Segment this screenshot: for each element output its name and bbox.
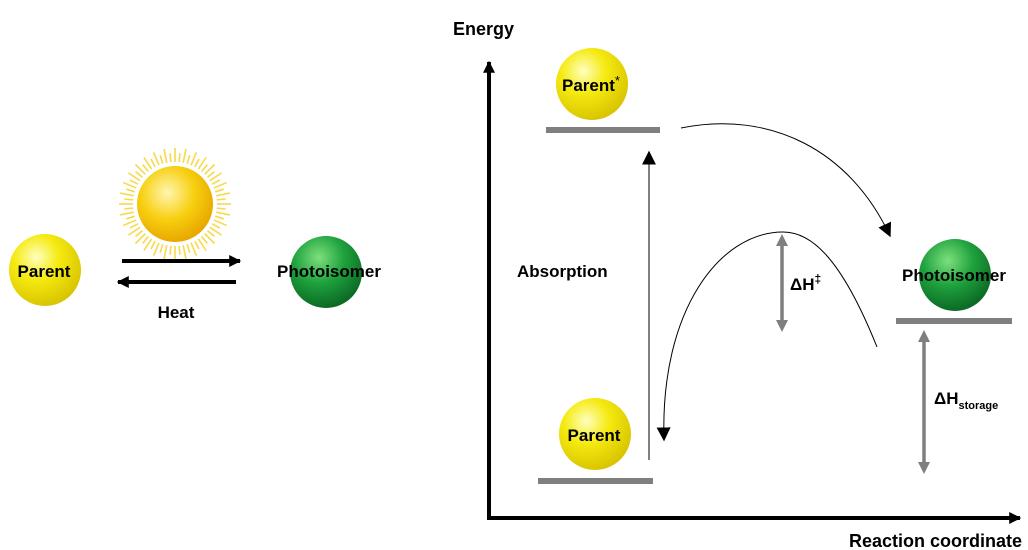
sun-ray <box>186 243 191 254</box>
x-axis-label: Reaction coordinate <box>849 531 1022 550</box>
sun-ray <box>186 154 191 165</box>
sun-ray <box>124 207 134 210</box>
sun-ray <box>134 163 146 175</box>
sun-ray <box>190 242 198 257</box>
sun-ray <box>201 235 208 244</box>
sun-ray <box>122 219 137 227</box>
sun-ray <box>197 238 207 252</box>
sun-ray <box>206 230 215 237</box>
sun-ray <box>209 226 223 236</box>
sun-ray <box>163 245 168 260</box>
sun-ray <box>178 245 181 255</box>
sun-ray <box>143 238 153 252</box>
sun-ray <box>135 171 144 178</box>
left-scheme: Parent Heat Photoisomer <box>9 148 381 322</box>
sun-ray <box>216 192 231 197</box>
sun-ray <box>169 153 172 163</box>
sun-ray <box>143 156 153 170</box>
sun-ray <box>142 235 149 244</box>
energy-diagram: Energy Reaction coordinate Parent* Paren… <box>453 19 1022 550</box>
photoisomer-label: Photoisomer <box>277 262 381 281</box>
ground-parent-label: Parent <box>568 426 621 445</box>
sun-ray <box>178 153 181 163</box>
sun-ray <box>125 188 136 193</box>
sun-ray <box>152 242 160 257</box>
sun-ray <box>152 151 160 166</box>
sun-ray <box>119 192 134 197</box>
sun-ray <box>214 215 225 220</box>
sun-ray <box>214 188 225 193</box>
sun-ray <box>182 245 187 260</box>
sun-ray <box>127 172 141 182</box>
sun-ray <box>206 171 215 178</box>
activation-enthalpy-label: ΔH‡ <box>790 272 821 294</box>
sun-ray <box>129 223 139 229</box>
relaxation-arrow <box>680 123 892 238</box>
sun-ray <box>159 154 164 165</box>
sun-ray <box>122 181 137 189</box>
sun-ray <box>169 245 172 255</box>
sun-ray <box>216 207 226 210</box>
photoisomer-ball <box>290 236 362 308</box>
sun-ray <box>204 163 216 175</box>
sun-ray <box>134 233 146 245</box>
sun-ray <box>124 198 134 201</box>
photoisomer-ball-right <box>919 239 991 311</box>
sun-ray <box>194 240 200 250</box>
sun-ray <box>211 223 221 229</box>
parent-label: Parent <box>18 262 71 281</box>
sun-ray <box>119 211 134 216</box>
sun-ray <box>135 230 144 237</box>
sun-ray <box>194 158 200 168</box>
photoisomer-label-right: Photoisomer <box>902 266 1006 285</box>
barrier-curve <box>656 231 878 442</box>
y-axis-label: Energy <box>453 19 514 39</box>
sun-ray <box>163 148 168 163</box>
sun-ray <box>142 164 149 173</box>
sun-icon <box>119 148 231 260</box>
absorption-label: Absorption <box>517 262 608 281</box>
sun-ray <box>129 179 139 185</box>
heat-label: Heat <box>158 303 195 322</box>
sun-ray <box>201 164 208 173</box>
sun-ray <box>150 158 156 168</box>
sun-ray <box>182 148 187 163</box>
storage-enthalpy-label: ΔHstorage <box>934 389 998 412</box>
sun-ray <box>159 243 164 254</box>
excited-parent-ball <box>556 48 628 120</box>
sun-ray <box>209 172 223 182</box>
sun-ray <box>190 151 198 166</box>
sun-ray <box>127 226 141 236</box>
sun-ray <box>150 240 156 250</box>
sun-ray <box>197 156 207 170</box>
parent-ball <box>9 234 81 306</box>
sun-ray <box>204 233 216 245</box>
ground-parent-ball <box>559 398 631 470</box>
sun-ray <box>216 211 231 216</box>
excited-parent-label: Parent* <box>562 73 620 95</box>
sun-ray <box>216 198 226 201</box>
sun-ray <box>211 179 221 185</box>
sun-ray <box>125 215 136 220</box>
sun-ray <box>213 181 228 189</box>
sun-ray <box>213 219 228 227</box>
